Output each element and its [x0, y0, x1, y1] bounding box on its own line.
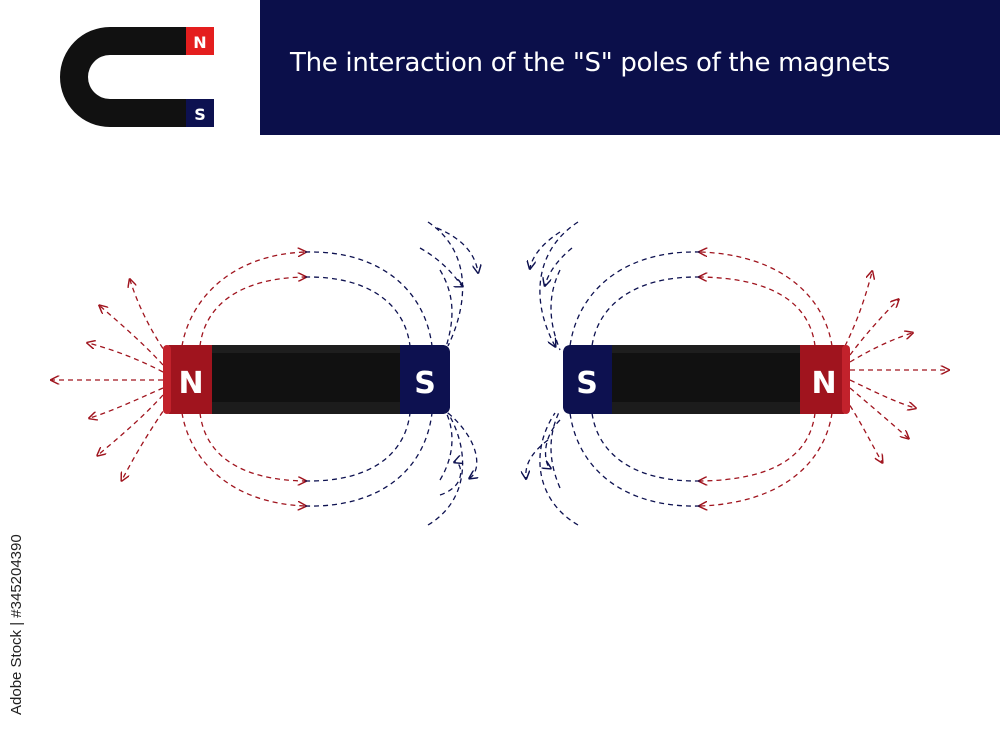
bar-magnet-right: S N: [563, 345, 850, 414]
title-banner: The interaction of the "S" poles of the …: [260, 0, 1000, 135]
stock-id-text: Adobe Stock | #345204390: [8, 534, 25, 715]
north-label-right: N: [811, 366, 836, 401]
logo-south-pole: [186, 99, 214, 127]
north-label-left: N: [178, 366, 203, 401]
logo-south-label: S: [194, 105, 206, 124]
logo-north-label: N: [193, 33, 206, 52]
field-lines-left: [52, 221, 478, 526]
logo-north-pole: [186, 27, 214, 55]
north-pole-left: [163, 345, 212, 414]
south-label-right: S: [576, 366, 598, 401]
south-label-left: S: [414, 366, 436, 401]
page-title: The interaction of the "S" poles of the …: [290, 48, 891, 78]
south-pole-right: [563, 345, 612, 414]
horseshoe-magnet-icon: N S: [60, 27, 214, 127]
bar-magnet-left: N S: [163, 345, 450, 414]
field-lines-right: [526, 221, 948, 526]
north-pole-right: [800, 345, 850, 414]
south-pole-left: [400, 345, 450, 414]
